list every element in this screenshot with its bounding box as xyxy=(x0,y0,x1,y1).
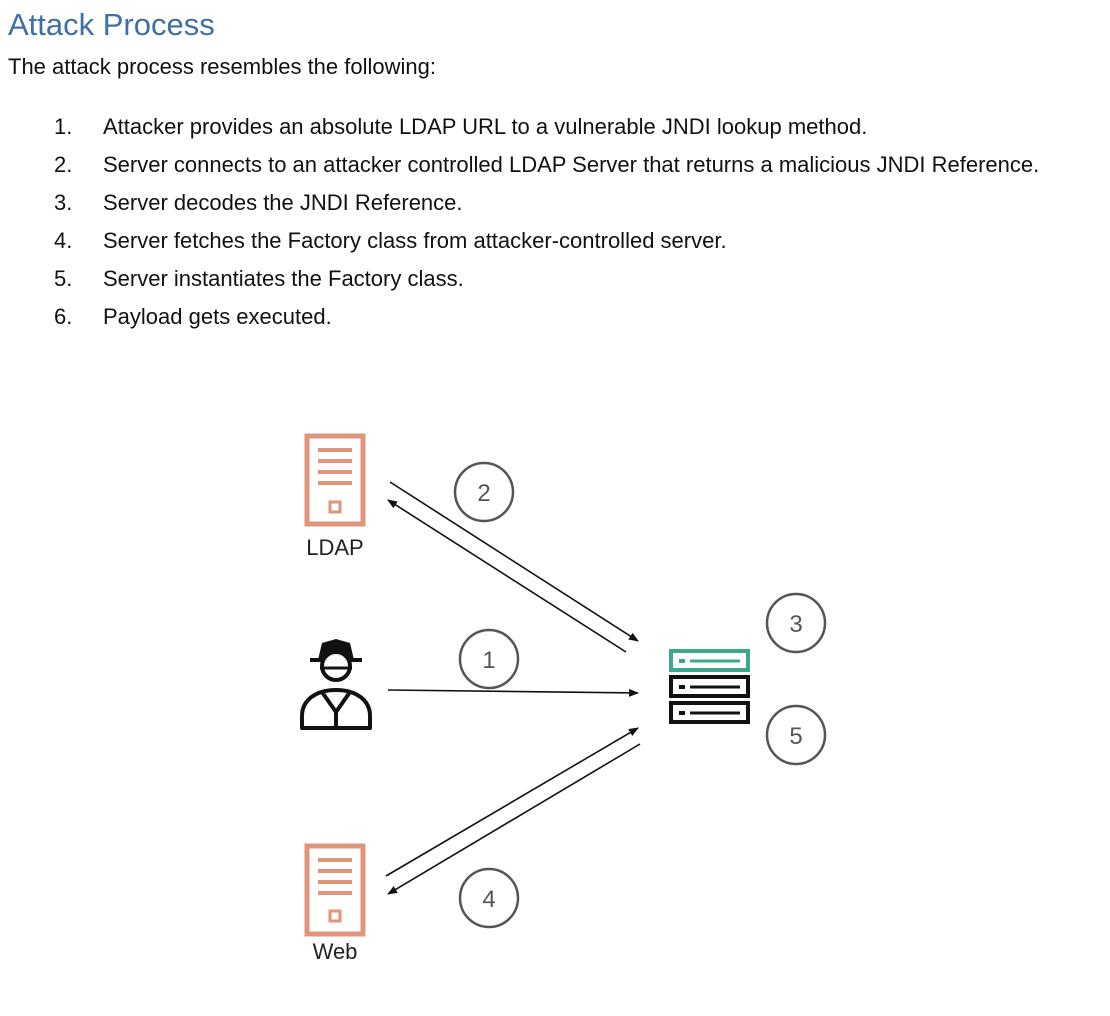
marker-label: 2 xyxy=(477,480,490,507)
marker-label: 5 xyxy=(789,723,802,750)
step-number: 2. xyxy=(54,152,73,177)
intro-text: The attack process resembles the followi… xyxy=(8,54,436,79)
ldap-label: LDAP xyxy=(306,535,363,560)
arrow-to-ldap xyxy=(387,499,627,653)
step-number: 3. xyxy=(54,190,73,215)
step-item: 2. Server connects to an attacker contro… xyxy=(0,146,1100,184)
arrow-web-to-server xyxy=(385,727,639,877)
page-heading: Attack Process xyxy=(8,7,215,42)
step-text: Attacker provides an absolute LDAP URL t… xyxy=(103,114,868,139)
step-item: 4. Server fetches the Factory class from… xyxy=(0,222,1100,260)
web-server-icon xyxy=(304,843,366,937)
arrow-to-web xyxy=(387,743,641,895)
marker-label: 3 xyxy=(789,611,802,638)
step-text: Server fetches the Factory class from at… xyxy=(103,228,727,253)
step-number: 4. xyxy=(54,228,73,253)
marker-label: 1 xyxy=(482,647,495,674)
step-text: Server instantiates the Factory class. xyxy=(103,266,464,291)
step-number: 6. xyxy=(54,304,73,329)
step-number: 5. xyxy=(54,266,73,291)
ldap-server-icon xyxy=(304,433,366,527)
step-marker-5: 5 xyxy=(765,704,827,766)
arrow-attacker-to-server xyxy=(387,688,639,697)
arrow-to-server-from-ldap xyxy=(389,481,639,642)
attacker-icon xyxy=(300,639,372,730)
step-marker-3: 3 xyxy=(765,592,827,654)
step-marker-4: 4 xyxy=(458,867,520,929)
step-item: 3. Server decodes the JNDI Reference. xyxy=(0,184,1100,222)
step-item: 6. Payload gets executed. xyxy=(0,298,1100,336)
step-marker-2: 2 xyxy=(453,461,515,523)
target-server-icon xyxy=(669,649,750,724)
marker-label: 4 xyxy=(482,886,495,913)
steps-list: 1. Attacker provides an absolute LDAP UR… xyxy=(0,108,1100,336)
step-text: Payload gets executed. xyxy=(103,304,332,329)
web-label: Web xyxy=(313,939,358,964)
step-item: 5. Server instantiates the Factory class… xyxy=(0,260,1100,298)
step-text: Server connects to an attacker controlle… xyxy=(103,152,1040,177)
step-number: 1. xyxy=(54,114,73,139)
step-text: Server decodes the JNDI Reference. xyxy=(103,190,463,215)
step-item: 1. Attacker provides an absolute LDAP UR… xyxy=(0,108,1100,146)
step-marker-1: 1 xyxy=(458,628,520,690)
